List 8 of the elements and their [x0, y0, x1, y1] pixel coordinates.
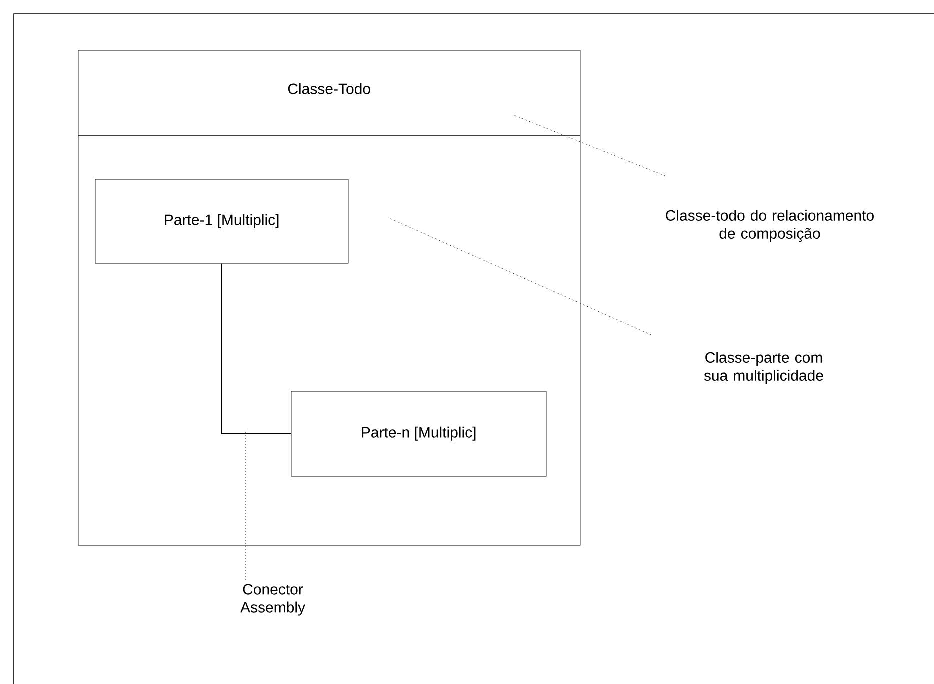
callout-text: Classe-todo do relacionamento de composição — [666, 210, 874, 242]
part-box: Parte-n [Multiplic] — [291, 390, 547, 477]
leader-line — [512, 114, 666, 176]
connector-line — [222, 263, 292, 434]
callout-text: Classe-parte com sua multiplicidade — [704, 352, 824, 384]
part-box: Parte-1 [Multiplic] — [95, 179, 349, 264]
callout-text: Conector Assembly — [240, 584, 306, 616]
leader-line — [388, 218, 652, 336]
